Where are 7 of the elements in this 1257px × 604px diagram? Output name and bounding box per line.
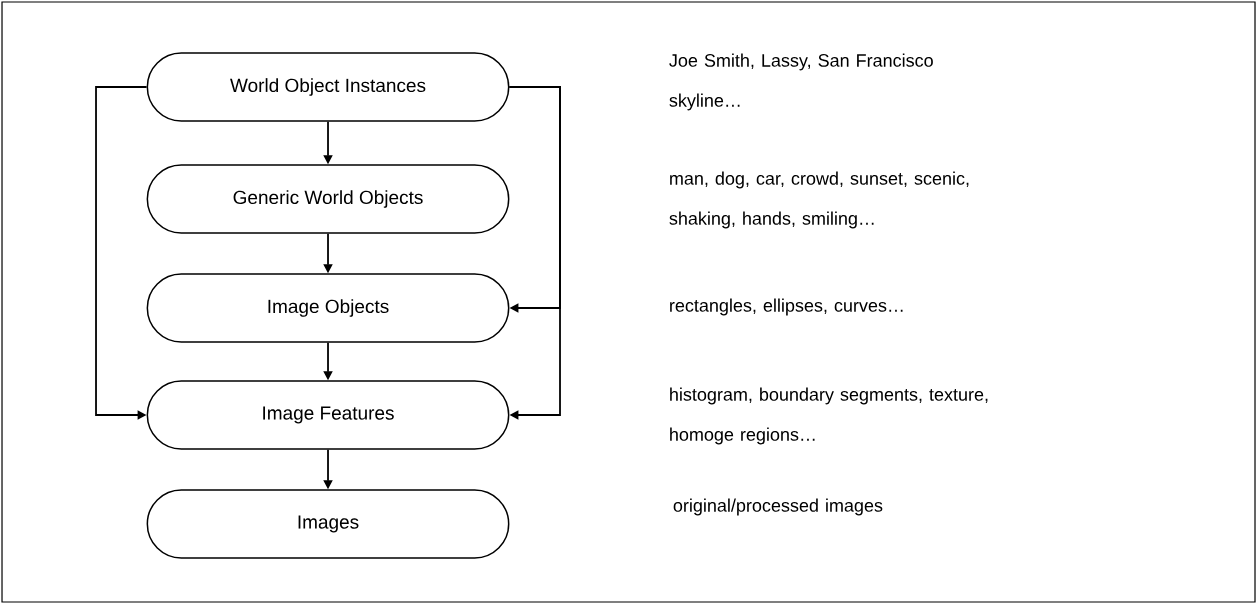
- description-text: original/processed images: [673, 498, 883, 516]
- description-text: rectangles, ellipses, curves…: [670, 298, 903, 316]
- arrow: [508, 86, 561, 420]
- description-text: man, dog, car, crowd, sunset, scenic, shaking, hands, smiling…: [669, 171, 969, 229]
- description-text: histogram, boundary segments, texture, homoge regions…: [670, 387, 988, 445]
- description-text: Joe Smith, Lassy, San Francisco skyline…: [669, 53, 933, 111]
- arrow: [95, 86, 148, 420]
